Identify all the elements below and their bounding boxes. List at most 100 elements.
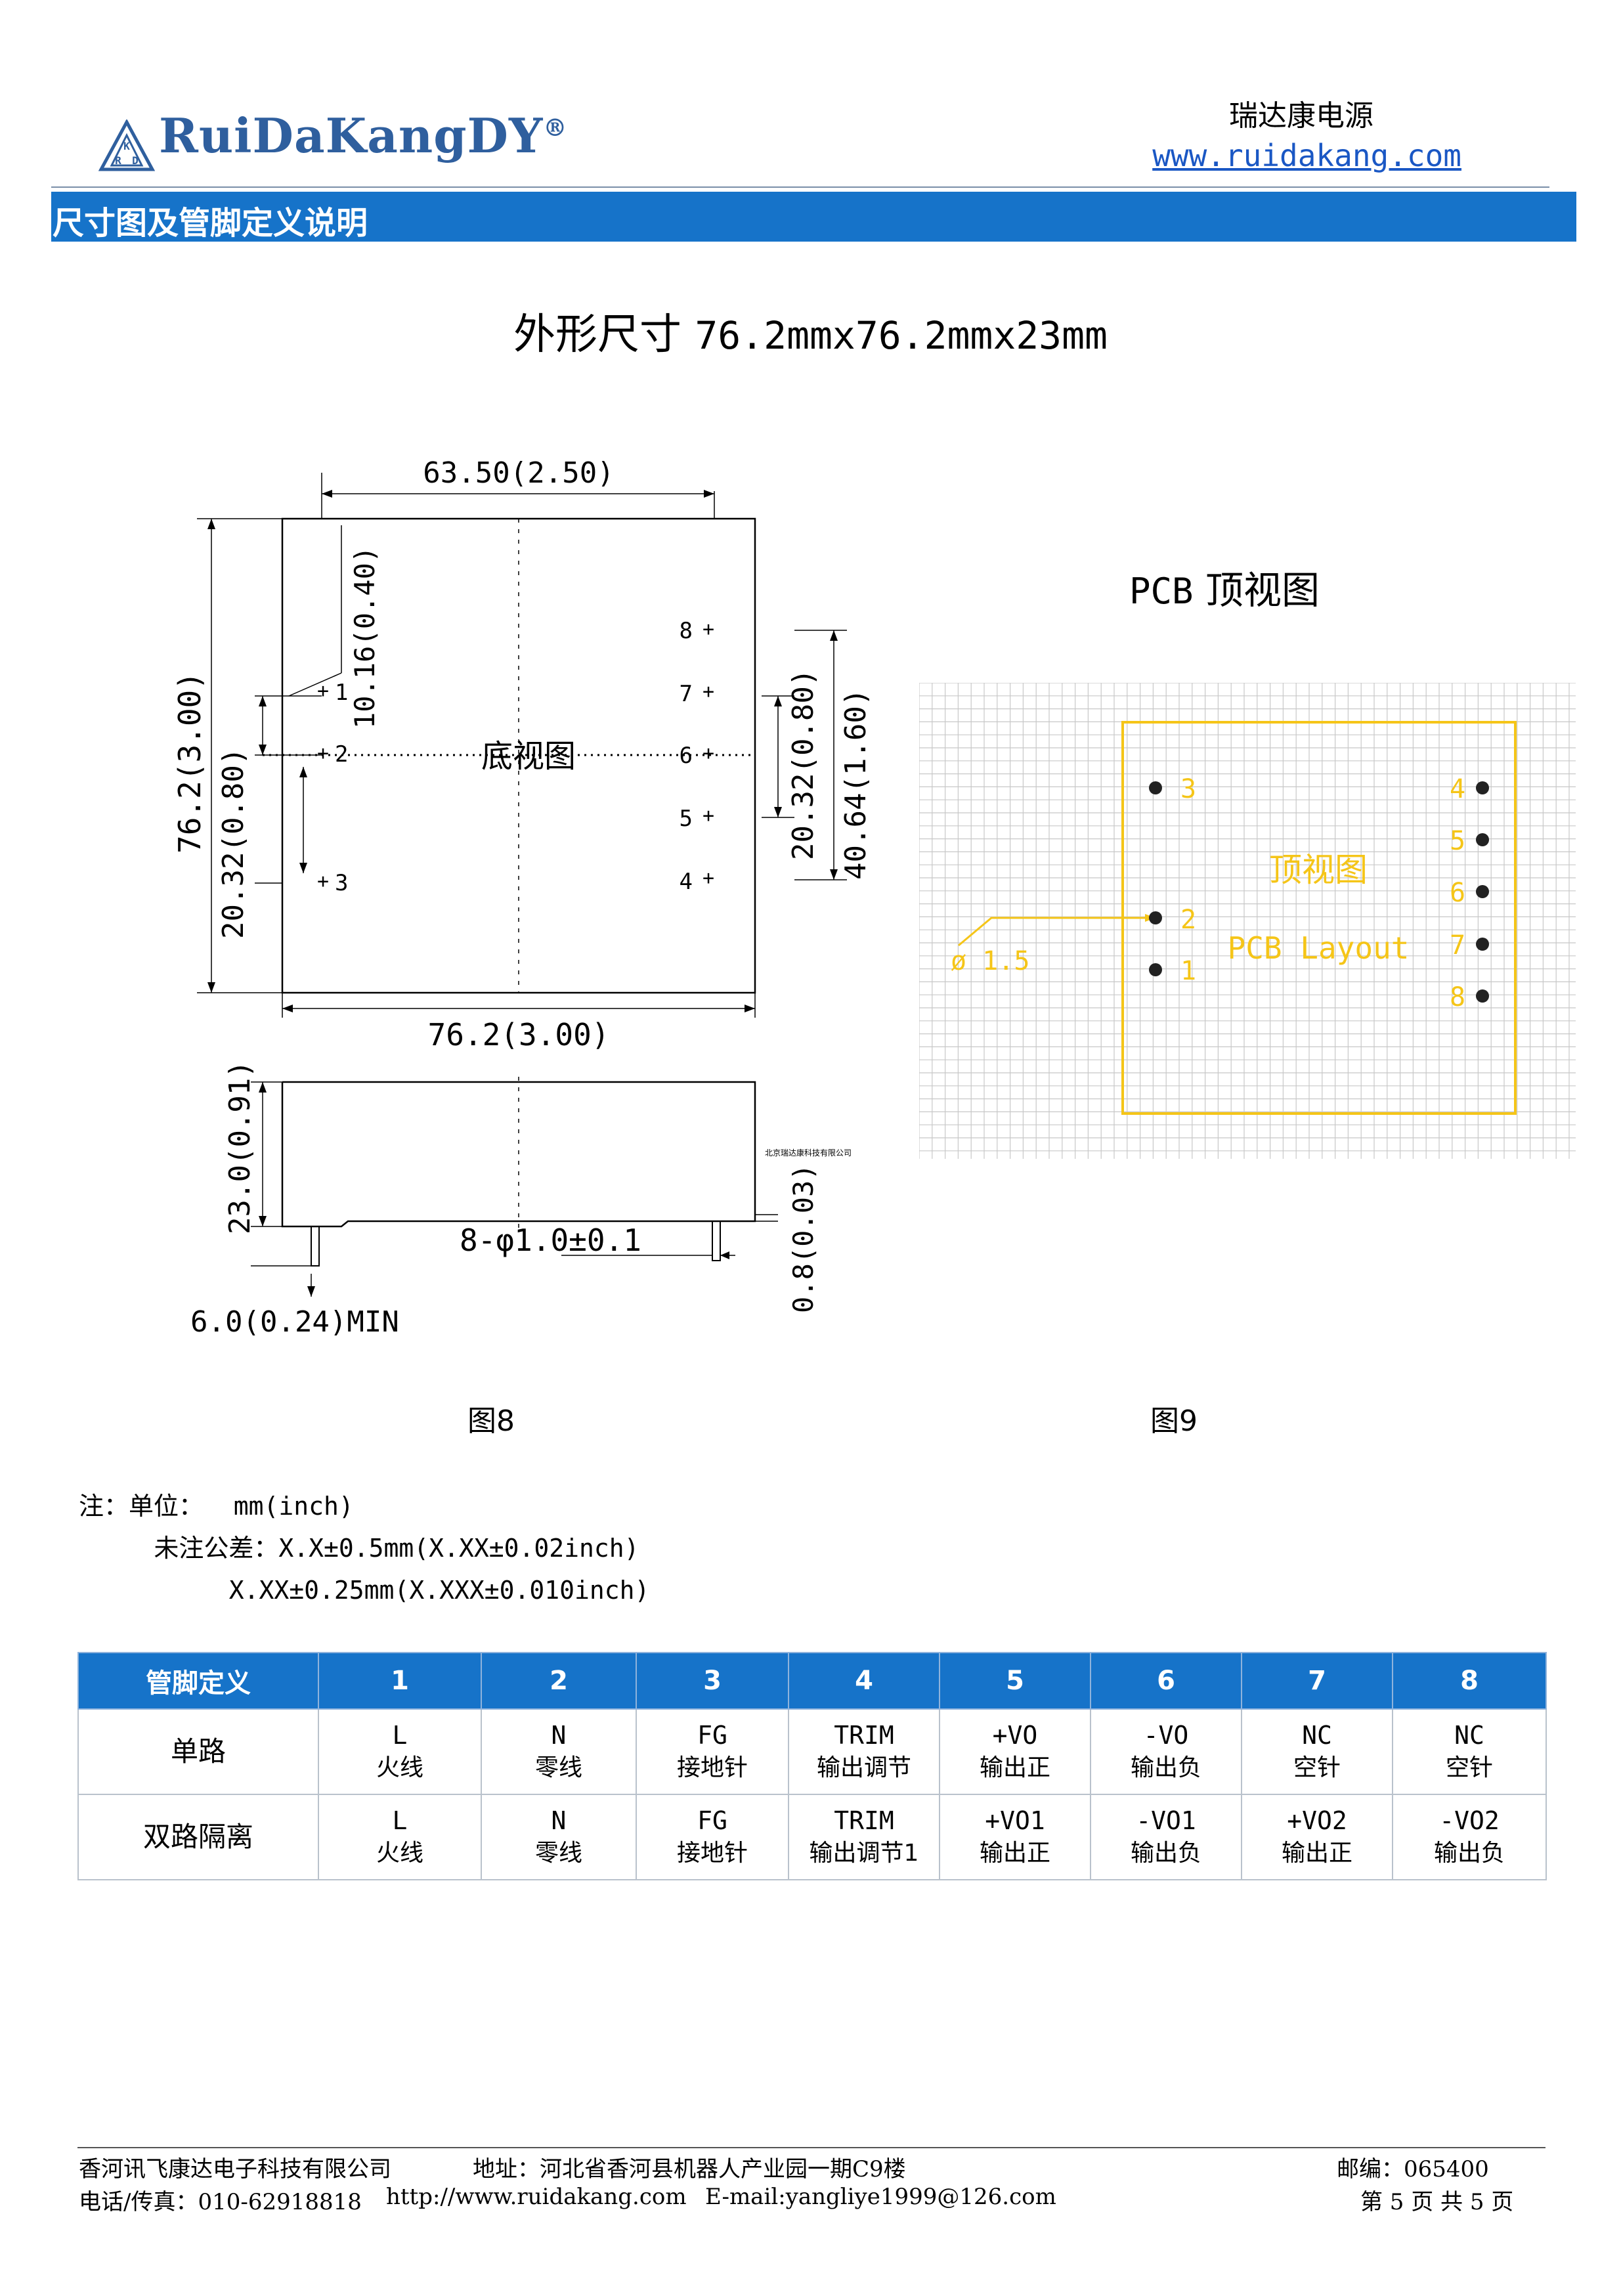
logo-mark-icon: K R D (98, 119, 155, 171)
svg-text:+: + (702, 618, 714, 641)
tolerance-notes: 注：单位： mm(inch) 未注公差：X.X±0.5mm(X.XX±0.02i… (79, 1485, 649, 1611)
fig9-top-view-label: 顶视图 (1269, 851, 1368, 889)
pin-function-desc: 零线 (534, 1840, 582, 1867)
table-cell: -VO1 输出负 (1090, 1794, 1242, 1880)
pin-function-code: L (392, 1721, 408, 1750)
fig8-dim-top-width: 63.50(2.50) (423, 456, 614, 490)
website-link[interactable]: www.ruidakang.com (1152, 138, 1461, 173)
fig9-pin-pad (1149, 911, 1162, 924)
fig8-dim-bottom-width: 76.2(3.00) (428, 1017, 610, 1052)
pin-function-desc: 输出正 (979, 1754, 1050, 1781)
pin-function-code: -VO1 (1136, 1806, 1196, 1835)
footer-page-number: 第 5 页 共 5 页 (1360, 2189, 1514, 2215)
pin-function-code: N (551, 1721, 567, 1750)
tolerance-value-1: X.X±0.5mm(X.XX±0.02inch) (278, 1534, 639, 1563)
footer-email[interactable]: E-mail:yangliye1999@126.com (705, 2184, 1056, 2210)
svg-text:+: + (317, 742, 329, 765)
fig8-pin-label: 2 (335, 741, 348, 768)
fig9-pin-pad (1476, 885, 1489, 898)
page-title: 外形尺寸 76.2mmx76.2mmx23mm (0, 301, 1621, 361)
table-row-label: 双路隔离 (77, 1794, 319, 1880)
pin-function-code: FG (697, 1806, 727, 1835)
fig9-pin-label: 5 (1450, 826, 1465, 856)
table-cell: N 零线 (481, 1794, 637, 1880)
fig8-dim-pin-protrusion: 0.8(0.03) (787, 1163, 819, 1313)
pcb-title-suffix: 顶视图 (1205, 568, 1320, 613)
fig8-dim-pin1-offset: 10.16(0.40) (349, 546, 381, 729)
footer-address: 地址：河北省香河县机器人产业园一期C9楼 (473, 2156, 906, 2182)
tolerance-label: 未注公差： (154, 1534, 279, 1563)
table-header-pin: 4 (788, 1652, 940, 1710)
unit-value: mm(inch) (233, 1492, 354, 1521)
unit-label: 注：单位： (79, 1492, 204, 1521)
fig8-pin-spec: 8-φ1.0±0.1 (460, 1223, 641, 1258)
table-cell: TRIM 输出调节 (788, 1708, 940, 1795)
footer-company: 香河讯飞康达电子科技有限公司 (79, 2156, 391, 2182)
table-header-pin: 3 (636, 1652, 789, 1710)
registered-mark: ® (543, 114, 568, 142)
logo-wordmark: RuiDaKangDY® (159, 108, 567, 163)
pin-function-desc: 接地针 (676, 1840, 748, 1867)
fig9-pin-label: 6 (1450, 878, 1465, 908)
footer-divider (77, 2147, 1545, 2148)
fig9-pin-pad (1149, 963, 1162, 976)
pin-function-desc: 接地针 (676, 1754, 748, 1781)
fig8-pin-label: 3 (335, 870, 348, 896)
fig9-pin-pad (1476, 938, 1489, 951)
fig8-dimension-drawing: 63.50(2.50) 10.16(0.40) 76.2(3.00) 20.32… (172, 456, 873, 1339)
pin-function-desc: 输出正 (1281, 1840, 1352, 1867)
pin-function-code: TRIM (834, 1721, 894, 1750)
table-header-pin: 1 (318, 1652, 482, 1710)
table-header-pin: 6 (1090, 1652, 1242, 1710)
fig8-pin-label: 6 (680, 743, 693, 769)
pin-function-desc: 火线 (376, 1840, 423, 1867)
fig8-dim-pin-length: 6.0(0.24)MIN (190, 1305, 399, 1339)
logo-wordmark-text: RuiDaKangDY (159, 108, 544, 163)
pin-function-code: +VO1 (985, 1806, 1045, 1835)
pcb-view-title: PCB 顶视图 (1129, 559, 1320, 615)
logo-mark-letter: K (123, 140, 130, 152)
pin-function-desc: 输出负 (1433, 1840, 1505, 1867)
table-cell: L 火线 (318, 1708, 482, 1795)
table-cell: -VO2 输出负 (1392, 1794, 1547, 1880)
fig8-dim-right-pitch-outer: 40.64(1.60) (839, 689, 873, 880)
table-header-pin: 5 (939, 1652, 1091, 1710)
tolerance-value-2: X.XX±0.25mm(X.XXX±0.010inch) (228, 1576, 650, 1605)
pin-function-desc: 输出调节 (816, 1754, 911, 1781)
table-cell: +VO 输出正 (939, 1708, 1091, 1795)
table-row-label: 单路 (77, 1708, 319, 1795)
pin-function-desc: 输出负 (1130, 1754, 1201, 1781)
footer-url[interactable]: http://www.ruidakang.com (386, 2184, 687, 2210)
pin-function-desc: 空针 (1445, 1754, 1493, 1781)
svg-text:+: + (702, 680, 714, 703)
pin-function-code: -VO2 (1439, 1806, 1500, 1835)
pin-function-code: N (551, 1806, 567, 1835)
fig8-dim-right-pitch-inner: 20.32(0.80) (787, 669, 820, 860)
fig9-pin-label: 3 (1180, 774, 1196, 804)
fig8-pin-label: 8 (680, 618, 693, 644)
section-title: 尺寸图及管脚定义说明 (53, 205, 368, 242)
fig8-dim-total-height: 76.2(3.00) (172, 672, 207, 854)
svg-text:+: + (702, 742, 714, 765)
svg-text:+: + (317, 870, 329, 893)
fig8-pin-label: 1 (335, 680, 348, 706)
section-header-bar: 尺寸图及管脚定义说明 (51, 192, 1576, 242)
pin-function-code: +VO (992, 1721, 1038, 1750)
fig9-pin-label: 1 (1180, 956, 1196, 986)
pin-function-desc: 输出负 (1130, 1840, 1201, 1867)
fig9-pcb-layout: 顶视图 PCB Layout ø 1.5 3 2 1 4 5 6 7 8 (919, 683, 1576, 1159)
table-header-pin: 7 (1241, 1652, 1393, 1710)
pin-function-desc: 火线 (376, 1754, 423, 1781)
tolerance-line-2: X.XX±0.25mm(X.XXX±0.010inch) (79, 1569, 650, 1611)
fig9-hole-diameter: ø 1.5 (951, 946, 1029, 976)
fig9-pin-pad (1149, 781, 1162, 794)
fig8-pin-label: 4 (680, 869, 693, 895)
logo-mark-letter: R (115, 154, 121, 167)
